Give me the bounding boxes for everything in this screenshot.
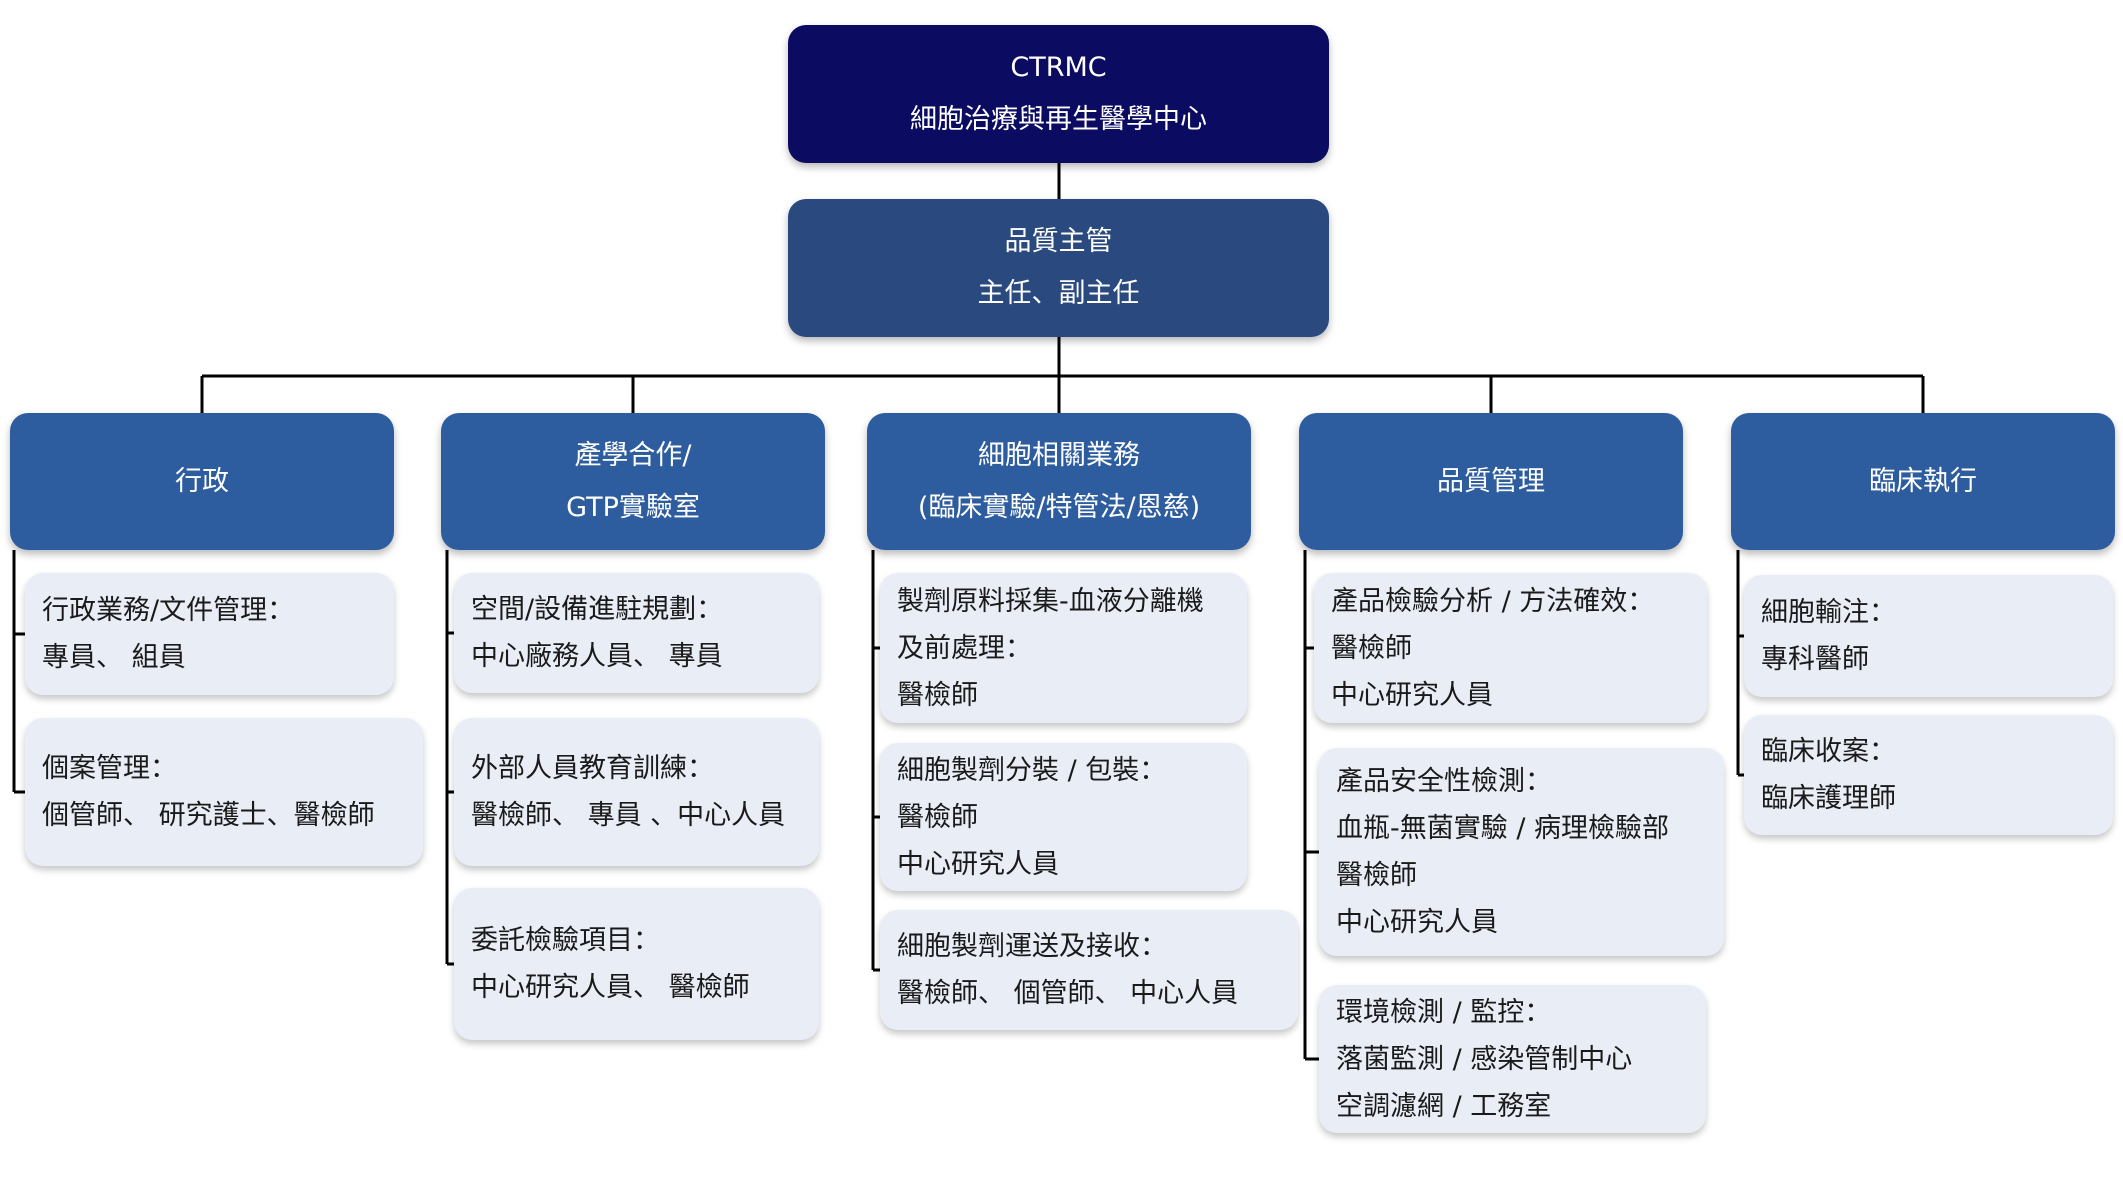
task-gtp-line: 醫檢師、 專員 、中心人員: [471, 800, 786, 831]
task-qm-line: 中心研究人員: [1331, 679, 1493, 711]
task-gtp-line: 空間/設備進駐規劃：: [471, 594, 724, 625]
task-cell-line: 及前處理：: [897, 632, 1032, 664]
task-cell-line: 細胞製劑運送及接收：: [897, 931, 1167, 962]
task-admin: 個案管理： 個管師、 研究護士、醫檢師: [25, 718, 423, 866]
task-cell-line: 中心研究人員: [897, 848, 1059, 880]
department-admin: 行政: [10, 413, 394, 550]
task-cell-line: 醫檢師、 個管師、 中心人員: [897, 978, 1239, 1009]
quality-manager-box-line: 主任、副主任: [977, 278, 1140, 309]
task-qm-line: 產品安全性檢測：: [1336, 766, 1552, 797]
department-cell-line: (臨床實驗/特管法/恩慈): [917, 491, 1201, 523]
center-title-box: CTRMC 細胞治療與再生醫學中心: [788, 25, 1329, 163]
task-cell-line: 醫檢師: [897, 801, 978, 833]
task-admin-line: 個管師、 研究護士、醫檢師: [42, 800, 375, 831]
department-clinical: 臨床執行: [1731, 413, 2115, 550]
task-admin-line: 專員、 組員: [42, 642, 186, 673]
center-title-box-line: 細胞治療與再生醫學中心: [910, 104, 1207, 135]
task-qm-line: 空調濾網 / 工務室: [1336, 1090, 1552, 1122]
task-gtp-line: 中心廠務人員、 專員: [471, 641, 723, 672]
department-gtp-line: 產學合作/: [574, 439, 692, 471]
department-cell: 細胞相關業務 (臨床實驗/特管法/恩慈): [867, 413, 1251, 550]
department-gtp: 產學合作/GTP實驗室: [441, 413, 825, 550]
task-cell-line: 醫檢師: [897, 679, 978, 711]
task-qm-line: 血瓶-無菌實驗 / 病理檢驗部: [1336, 813, 1670, 844]
department-admin-line: 行政: [175, 465, 229, 497]
task-qm-line: 環境檢測 / 監控：: [1336, 996, 1552, 1028]
task-admin: 行政業務/文件管理： 專員、 組員: [25, 573, 394, 695]
task-gtp-line: 中心研究人員、 醫檢師: [471, 972, 750, 1003]
task-gtp: 委託檢驗項目： 中心研究人員、 醫檢師: [454, 888, 819, 1040]
quality-manager-box-line: 品質主管: [1004, 226, 1113, 257]
task-clinical-line: 專科醫師: [1761, 644, 1869, 675]
task-qm-line: 醫檢師: [1336, 860, 1417, 891]
task-cell-line: 製劑原料採集-血液分離機: [897, 585, 1204, 617]
task-qm-line: 中心研究人員: [1336, 907, 1498, 938]
task-clinical-line: 臨床護理師: [1761, 783, 1896, 814]
task-qm-line: 產品檢驗分析 / 方法確效：: [1331, 585, 1655, 617]
task-admin-line: 行政業務/文件管理：: [42, 595, 295, 626]
task-qm-line: 落菌監測 / 感染管制中心: [1336, 1043, 1633, 1075]
department-qm-line: 品質管理: [1437, 465, 1545, 497]
task-gtp: 外部人員教育訓練： 醫檢師、 專員 、中心人員: [454, 718, 819, 866]
task-clinical: 臨床收案： 臨床護理師: [1744, 715, 2113, 835]
task-cell: 細胞製劑運送及接收： 醫檢師、 個管師、 中心人員: [880, 910, 1298, 1030]
department-cell-line: 細胞相關業務: [978, 439, 1140, 471]
department-clinical-line: 臨床執行: [1869, 465, 1977, 497]
task-clinical-line: 臨床收案：: [1761, 736, 1896, 767]
task-qm: 環境檢測 / 監控： 落菌監測 / 感染管制中心空調濾網 / 工務室: [1319, 985, 1706, 1133]
task-gtp: 空間/設備進駐規劃： 中心廠務人員、 專員: [454, 573, 819, 693]
center-title-box-line: CTRMC: [1010, 52, 1107, 83]
task-cell-line: 細胞製劑分裝 / 包裝：: [897, 754, 1167, 786]
task-qm-line: 醫檢師: [1331, 632, 1412, 664]
task-qm: 產品安全性檢測： 血瓶-無菌實驗 / 病理檢驗部醫檢師中心研究人員: [1319, 748, 1724, 956]
task-admin-line: 個案管理：: [42, 753, 177, 784]
task-gtp-line: 外部人員教育訓練：: [471, 753, 714, 784]
department-gtp-line: GTP實驗室: [566, 491, 700, 523]
task-gtp-line: 委託檢驗項目：: [471, 925, 660, 956]
task-cell: 細胞製劑分裝 / 包裝： 醫檢師中心研究人員: [880, 743, 1247, 891]
task-clinical: 細胞輸注： 專科醫師: [1744, 575, 2113, 697]
task-cell: 製劑原料採集-血液分離機及前處理： 醫檢師: [880, 573, 1247, 723]
task-clinical-line: 細胞輸注：: [1761, 597, 1896, 628]
department-qm: 品質管理: [1299, 413, 1683, 550]
task-qm: 產品檢驗分析 / 方法確效： 醫檢師中心研究人員: [1314, 573, 1707, 723]
quality-manager-box: 品質主管主任、副主任: [788, 199, 1329, 337]
